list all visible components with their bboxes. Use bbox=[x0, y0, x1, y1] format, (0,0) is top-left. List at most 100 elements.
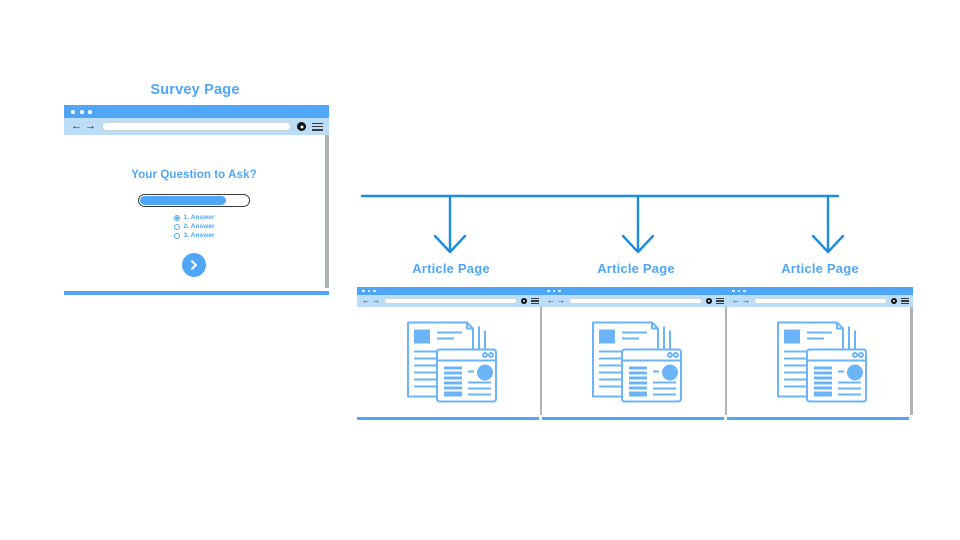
article-document-illustration bbox=[762, 311, 874, 412]
back-arrow-icon[interactable]: ← bbox=[71, 120, 82, 132]
window-dot-close-icon[interactable] bbox=[362, 289, 365, 293]
back-arrow-icon[interactable]: ← bbox=[732, 296, 740, 305]
answer-option-3[interactable]: 3. Answer bbox=[173, 232, 215, 240]
hamburger-line bbox=[716, 300, 724, 302]
article-titlebar bbox=[542, 287, 728, 295]
window-controls[interactable] bbox=[547, 289, 561, 293]
forward-arrow-icon[interactable]: → bbox=[85, 120, 96, 132]
window-dot-close-icon[interactable] bbox=[732, 289, 735, 293]
hamburger-menu-icon[interactable] bbox=[312, 122, 323, 131]
survey-scrollbar[interactable] bbox=[325, 135, 329, 288]
survey-page-title: Survey Page bbox=[150, 82, 240, 98]
survey-bottom-accent-bar bbox=[64, 291, 329, 295]
hamburger-menu-icon[interactable] bbox=[716, 298, 724, 304]
article-browser-window-1[interactable]: ← → bbox=[357, 287, 543, 420]
window-dot-minimize-icon[interactable] bbox=[367, 289, 371, 293]
window-dot-maximize-icon[interactable] bbox=[88, 109, 92, 114]
article-document-illustration bbox=[577, 311, 689, 412]
article-page-title-2: Article Page bbox=[597, 261, 675, 276]
record-icon[interactable] bbox=[520, 297, 527, 305]
chevron-right-icon bbox=[190, 260, 198, 271]
forward-arrow-icon[interactable]: → bbox=[557, 296, 565, 305]
hamburger-line bbox=[312, 128, 323, 131]
hamburger-line bbox=[716, 302, 724, 304]
survey-content: Your Question to Ask? 1. Answer 2. Answe… bbox=[64, 135, 324, 278]
window-dot-maximize-icon[interactable] bbox=[373, 289, 376, 293]
hamburger-line bbox=[716, 298, 724, 300]
window-dot-close-icon[interactable] bbox=[71, 109, 75, 114]
forward-arrow-icon[interactable]: → bbox=[372, 296, 380, 305]
hamburger-line bbox=[901, 302, 909, 304]
article-toolbar: ← → bbox=[357, 295, 543, 307]
record-icon[interactable] bbox=[705, 297, 712, 305]
forward-arrow-icon[interactable]: → bbox=[742, 296, 750, 305]
answer-option-2[interactable]: 2. Answer bbox=[173, 223, 215, 231]
nav-arrows[interactable]: ← → bbox=[732, 297, 750, 305]
article-browser-window-3[interactable]: ← → bbox=[727, 287, 913, 420]
hamburger-line bbox=[901, 298, 909, 300]
window-controls[interactable] bbox=[362, 289, 376, 293]
answer-label: 2. Answer bbox=[183, 223, 215, 231]
article-viewport bbox=[542, 307, 724, 415]
article-scrollbar[interactable] bbox=[909, 307, 913, 415]
url-input[interactable] bbox=[384, 297, 517, 305]
hamburger-menu-icon[interactable] bbox=[531, 298, 539, 304]
hamburger-line bbox=[531, 298, 539, 300]
record-icon[interactable] bbox=[890, 297, 897, 305]
survey-viewport: Your Question to Ask? 1. Answer 2. Answe… bbox=[64, 135, 324, 288]
hamburger-line bbox=[531, 302, 539, 304]
url-input[interactable] bbox=[102, 122, 291, 131]
survey-titlebar bbox=[64, 105, 329, 118]
survey-toolbar: ← → bbox=[64, 118, 329, 135]
window-dot-maximize-icon[interactable] bbox=[558, 289, 561, 293]
back-arrow-icon[interactable]: ← bbox=[362, 296, 370, 305]
article-bottom-accent-bar bbox=[542, 416, 724, 420]
article-toolbar: ← → bbox=[727, 295, 913, 307]
arrowhead-3 bbox=[811, 234, 845, 254]
window-dot-minimize-icon[interactable] bbox=[737, 289, 741, 293]
nav-arrows[interactable]: ← → bbox=[362, 297, 380, 305]
submit-button[interactable] bbox=[182, 253, 206, 278]
nav-arrows[interactable]: ← → bbox=[71, 121, 96, 132]
article-scrollbar[interactable] bbox=[724, 307, 728, 415]
window-dot-maximize-icon[interactable] bbox=[743, 289, 746, 293]
window-controls[interactable] bbox=[732, 289, 746, 293]
answer-label: 1. Answer bbox=[183, 214, 215, 221]
radio-icon[interactable] bbox=[173, 233, 180, 240]
survey-progress-fill bbox=[140, 196, 227, 205]
article-scrollbar[interactable] bbox=[539, 307, 543, 415]
article-bottom-accent-bar bbox=[357, 416, 539, 420]
survey-answer-list[interactable]: 1. Answer 2. Answer 3. Answer bbox=[173, 214, 215, 242]
article-browser-window-2[interactable]: ← → bbox=[542, 287, 728, 420]
article-titlebar bbox=[727, 287, 913, 295]
connector-arrows bbox=[360, 194, 845, 254]
url-input[interactable] bbox=[754, 297, 887, 305]
article-page-title-3: Article Page bbox=[781, 261, 859, 276]
article-bottom-accent-bar bbox=[727, 416, 909, 420]
hamburger-line bbox=[531, 300, 539, 302]
survey-progress-bar bbox=[138, 194, 250, 207]
article-viewport bbox=[357, 307, 539, 415]
url-input[interactable] bbox=[569, 297, 702, 305]
nav-arrows[interactable]: ← → bbox=[547, 297, 565, 305]
hamburger-menu-icon[interactable] bbox=[901, 298, 909, 304]
window-controls[interactable] bbox=[71, 109, 92, 114]
survey-question: Your Question to Ask? bbox=[131, 169, 257, 181]
back-arrow-icon[interactable]: ← bbox=[547, 296, 555, 305]
answer-label: 3. Answer bbox=[183, 232, 215, 240]
window-dot-minimize-icon[interactable] bbox=[552, 289, 556, 293]
article-page-title-1: Article Page bbox=[412, 261, 490, 276]
radio-icon[interactable] bbox=[173, 224, 180, 231]
record-icon[interactable] bbox=[297, 122, 306, 131]
window-dot-minimize-icon[interactable] bbox=[79, 109, 84, 114]
article-titlebar bbox=[357, 287, 543, 295]
hamburger-line bbox=[312, 125, 323, 128]
article-toolbar: ← → bbox=[542, 295, 728, 307]
radio-icon-selected[interactable] bbox=[173, 215, 180, 222]
arrowhead-1 bbox=[433, 234, 467, 254]
answer-option-1[interactable]: 1. Answer bbox=[173, 214, 215, 222]
hamburger-line bbox=[901, 300, 909, 302]
window-dot-close-icon[interactable] bbox=[547, 289, 550, 293]
survey-browser-window[interactable]: ← → Your Question to Ask? 1. bbox=[64, 105, 329, 295]
